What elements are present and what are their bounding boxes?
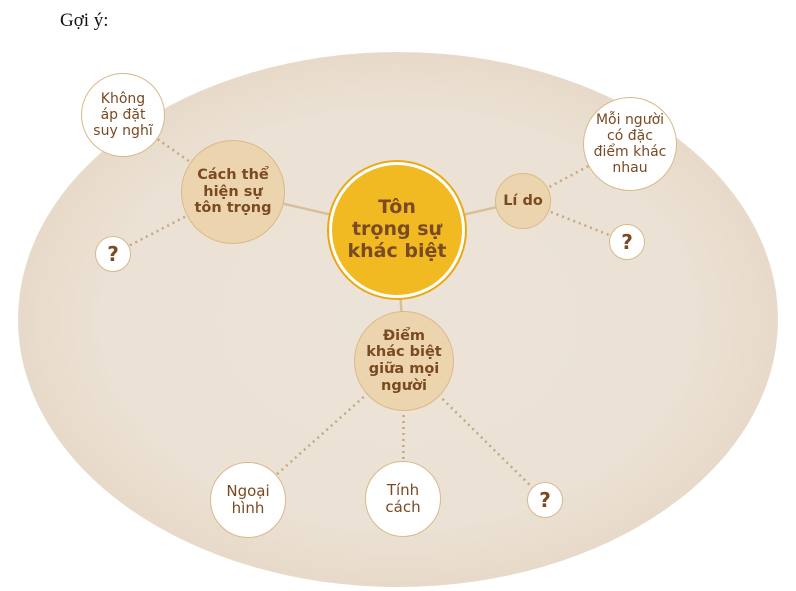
leaf-no-imposing: Không áp đặt suy nghĩ — [81, 73, 165, 157]
leaf-personality: Tính cách — [365, 461, 441, 537]
leaf-question-reason: ? — [609, 224, 645, 260]
node-ways: Cách thể hiện sự tôn trọng — [181, 140, 285, 244]
leaf-appearance: Ngoại hình — [210, 462, 286, 538]
center-node: Tôn trọng sự khác biệt — [329, 162, 465, 298]
line-reason-leaf1 — [522, 142, 631, 203]
node-differences: Điểm khác biệt giữa mọi người — [354, 311, 454, 411]
hint-title: Gợi ý: — [60, 10, 109, 31]
leaf-different-traits: Mỗi người có đặc điểm khác nhau — [583, 97, 677, 191]
leaf-question-differences: ? — [527, 482, 563, 518]
node-reason: Lí do — [495, 173, 551, 229]
leaf-question-ways: ? — [95, 236, 131, 272]
line-ways-leaf2 — [112, 190, 234, 256]
line-ways-leaf1 — [122, 113, 234, 194]
